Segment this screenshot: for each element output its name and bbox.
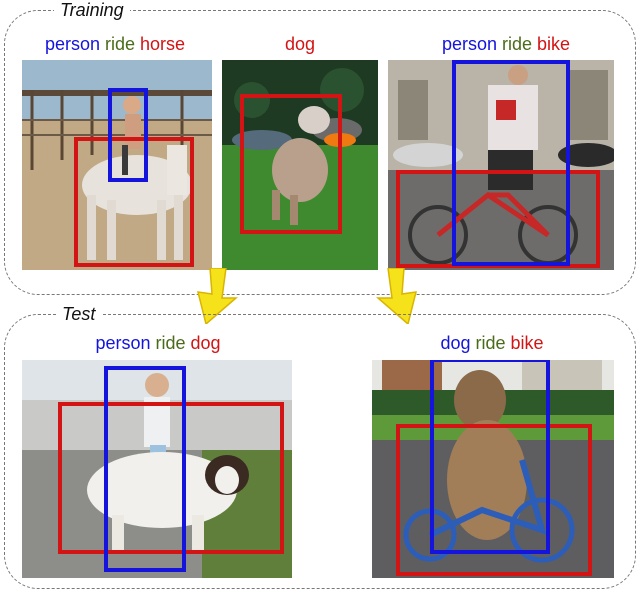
photo-person-horse [22,60,212,270]
caption-object: dog [190,333,221,353]
caption-subject: person [44,34,100,54]
down-arrow-icon [375,268,417,324]
photo-person-bike [388,60,614,270]
photo-person-dog [22,360,292,578]
subject-box [452,60,570,266]
training-title: Training [54,0,130,21]
subject-box [104,366,186,572]
caption-subject: dog [440,333,471,353]
training-section [4,10,636,295]
subject-box [430,360,550,554]
caption-object: dog [284,34,316,54]
caption-predicate: ride [475,333,506,353]
object-box [58,402,284,554]
down-arrow-icon [197,268,239,324]
caption-predicate: ride [155,333,186,353]
photo-dog-bike [372,360,614,578]
object-box [396,170,600,268]
subject-box [108,88,148,182]
caption-subject: person [441,34,497,54]
caption-predicate: ride [105,34,136,54]
caption-object: bike [510,333,544,353]
caption-object: bike [537,34,571,54]
test-section [4,314,636,589]
photo-dog [222,60,378,270]
test-title: Test [56,303,102,325]
caption-train-2: dog [222,33,378,55]
object-box [396,424,592,576]
caption-predicate: ride [502,34,533,54]
object-box [240,94,342,234]
object-box [74,137,194,267]
caption-object: horse [140,34,186,54]
caption-subject: person [95,333,151,353]
